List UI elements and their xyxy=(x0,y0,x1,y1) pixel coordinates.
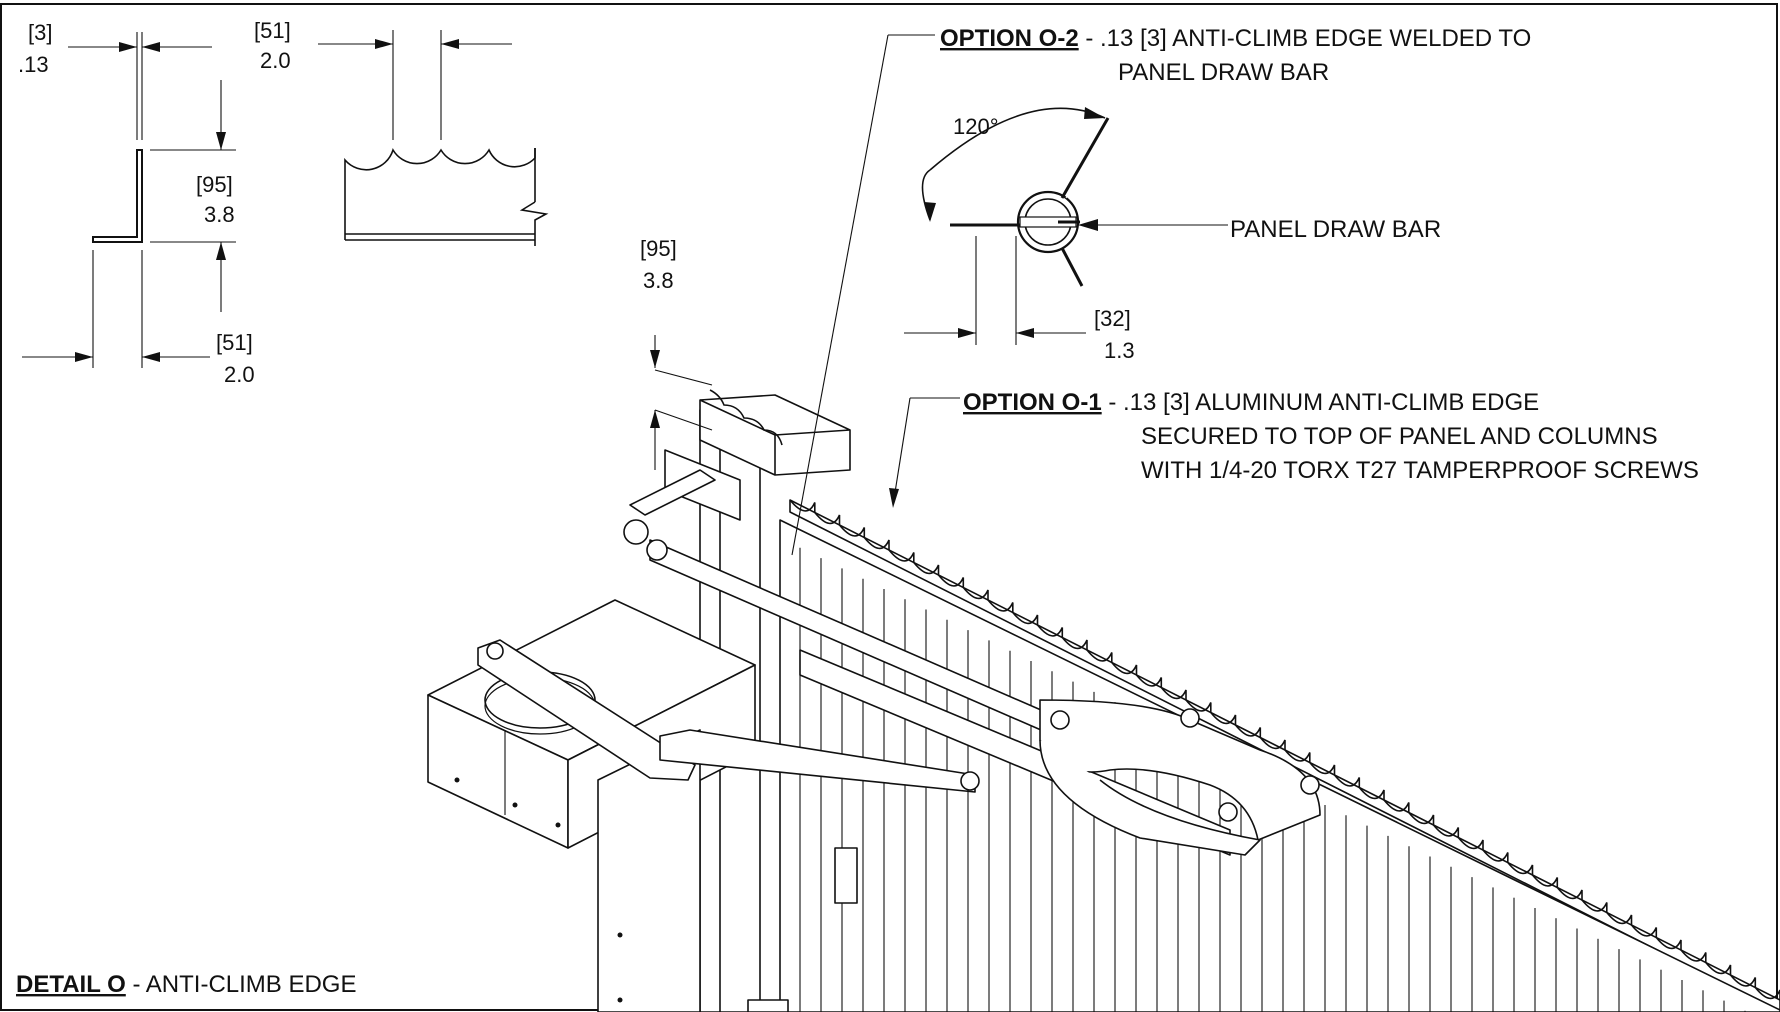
leg-width-imperial-label: 2.0 xyxy=(224,362,255,387)
option-o1-line3: WITH 1/4-20 TORX T27 TAMPERPROOF SCREWS xyxy=(1141,457,1699,484)
height-imperial-label: 3.8 xyxy=(204,202,235,227)
scallop-edge-view: [51] 2.0 xyxy=(254,18,549,246)
option-o1-line2: SECURED TO TOP OF PANEL AND COLUMNS xyxy=(1141,423,1658,450)
detail-label: DETAIL O xyxy=(16,971,126,998)
option-o2-line2: PANEL DRAW BAR xyxy=(1118,59,1329,86)
scallop-width-imperial-label: 2.0 xyxy=(260,48,291,73)
option-leaders xyxy=(791,34,960,556)
iso-height-imperial-label: 3.8 xyxy=(643,268,674,293)
thickness-imperial-label: .13 xyxy=(18,52,49,77)
gate-operator-assembly xyxy=(427,389,1780,1012)
thickness-metric-label: [3] xyxy=(28,20,52,45)
option-o2-label: OPTION O-2 xyxy=(940,25,1079,52)
panel-draw-bar-callout: PANEL DRAW BAR xyxy=(1230,216,1441,243)
detail-description: - ANTI-CLIMB EDGE xyxy=(126,971,357,998)
option-o1-line1: - .13 [3] ALUMINUM ANTI-CLIMB EDGE xyxy=(1102,389,1539,416)
option-o1-label: OPTION O-1 xyxy=(963,389,1102,416)
offset-metric-label: [32] xyxy=(1094,306,1131,331)
svg-text:OPTION O-2 - .13 [3] ANTI-CLIM: OPTION O-2 - .13 [3] ANTI-CLIMB EDGE WEL… xyxy=(940,25,1531,52)
angle-profile-view: [3] .13 [95] 3.8 [51] 2.0 xyxy=(18,20,255,387)
height-metric-label: [95] xyxy=(196,172,233,197)
iso-height-dimension: [95] 3.8 xyxy=(640,236,713,470)
draw-bar-section-view: 120° PANEL DRAW BAR [32] 1.3 xyxy=(904,107,1441,363)
iso-height-metric-label: [95] xyxy=(640,236,677,261)
option-o2-line1: - .13 [3] ANTI-CLIMB EDGE WELDED TO xyxy=(1079,25,1532,52)
angle-label: 120° xyxy=(953,114,999,139)
svg-text:DETAIL O - ANTI-CLIMB EDGE: DETAIL O - ANTI-CLIMB EDGE xyxy=(16,971,356,998)
scallop-width-metric-label: [51] xyxy=(254,18,291,43)
svg-text:OPTION O-1 - .13 [3] ALUMINUM: OPTION O-1 - .13 [3] ALUMINUM ANTI-CLIMB… xyxy=(963,389,1539,416)
offset-imperial-label: 1.3 xyxy=(1104,338,1135,363)
angle-section xyxy=(92,149,143,243)
leg-width-metric-label: [51] xyxy=(216,330,253,355)
